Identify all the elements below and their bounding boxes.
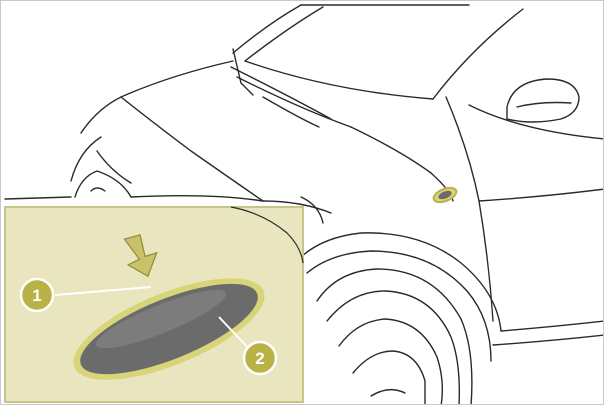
callout-2-number: 2 [255, 349, 264, 368]
callout-1-number: 1 [32, 286, 41, 305]
callout-1: 1 [21, 279, 53, 311]
side-indicator-marker [432, 185, 459, 205]
detail-inset: 1 2 [5, 207, 303, 402]
callout-2: 2 [244, 342, 276, 374]
